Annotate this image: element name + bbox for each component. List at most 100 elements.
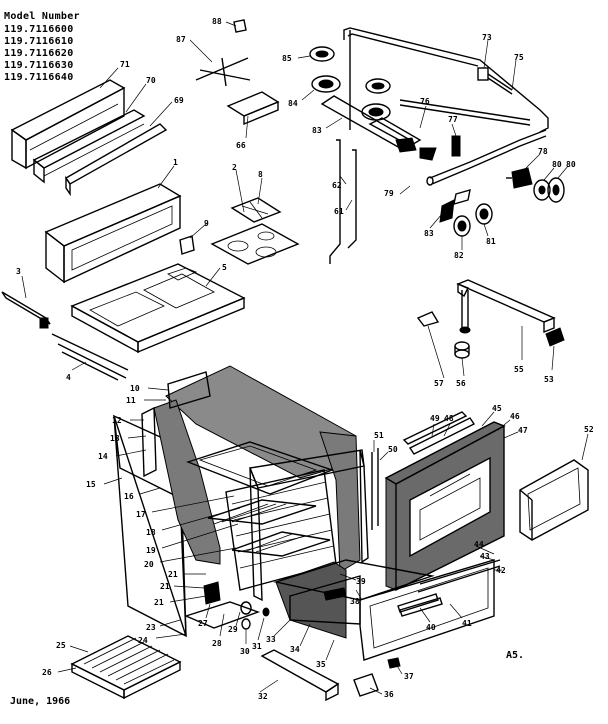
burner-grate: [195, 57, 251, 87]
callout-76: 75: [514, 53, 524, 62]
callout-62: 61: [334, 207, 344, 216]
drawer-clip: [353, 673, 379, 697]
callout-63: 62: [332, 181, 342, 190]
callout-67: 66: [236, 141, 246, 150]
control-panel-trim: [10, 79, 126, 170]
callout-15: 15: [86, 480, 96, 489]
callout-34: 33: [266, 635, 276, 644]
callout-50: 49: [430, 414, 440, 423]
callout-70: 69: [174, 96, 184, 105]
callout-25: 24: [138, 636, 148, 645]
callout-56: 55: [514, 365, 524, 374]
callout-47: 46: [510, 412, 520, 421]
callout-10: 10: [130, 384, 140, 393]
clip: [179, 235, 195, 255]
gas-pipe: [426, 129, 547, 186]
callout-3: 3: [16, 267, 21, 276]
callout-9: 9: [204, 219, 209, 228]
burner-head-1: [309, 46, 335, 62]
callout-89: 88: [212, 17, 222, 26]
callout-21-b: 21: [154, 598, 164, 607]
small-bracket: [233, 19, 247, 33]
callout-12: 12: [112, 416, 122, 425]
callout-13: 13: [110, 434, 120, 443]
regulator-fitting: [477, 67, 513, 95]
callout-81: 80: [566, 160, 576, 169]
callout-84-b: 83: [424, 229, 434, 238]
callout-82: 81: [486, 237, 496, 246]
burner-box: [210, 223, 300, 265]
callout-45: 44: [474, 540, 484, 549]
callout-88: 87: [176, 35, 186, 44]
callout-79: 78: [538, 147, 548, 156]
callout-32: 31: [252, 642, 262, 651]
model-number-1: 119.7116600: [4, 24, 74, 35]
callout-30: 29: [228, 625, 238, 634]
callout-42: 41: [462, 619, 472, 628]
callout-28: 27: [198, 619, 208, 628]
window-frame: [44, 183, 182, 284]
callout-11: 11: [126, 396, 136, 405]
callout-19: 19: [146, 546, 156, 555]
callout-labels: 71 70 69 1 2 8 9 5 3 4 88 87 66 85 84 83…: [16, 17, 594, 701]
callout-8: 8: [258, 170, 263, 179]
broiler-bracket-assembly: [416, 279, 565, 359]
insulator-pad: [230, 197, 282, 223]
side-rail: [1, 291, 51, 329]
burner-bracket: [226, 91, 280, 126]
callout-52: 51: [374, 431, 384, 440]
callout-24: 23: [146, 623, 156, 632]
callout-53: 52: [584, 425, 594, 434]
callout-31: 30: [240, 647, 250, 656]
callout-27: 26: [42, 668, 52, 677]
model-number-5: 119.7116640: [4, 72, 74, 83]
callout-84: 83: [312, 126, 322, 135]
callout-33: 32: [258, 692, 268, 701]
callout-83: 82: [454, 251, 464, 260]
broiler-pan: [70, 635, 182, 700]
model-number-2: 119.7116610: [4, 36, 74, 47]
callout-2: 2: [232, 163, 237, 172]
callout-85: 84: [288, 99, 298, 108]
broiler-drawer: [273, 559, 501, 661]
callout-49: 48: [444, 414, 454, 423]
callout-26: 25: [56, 641, 66, 650]
drawer-stop: [387, 657, 401, 669]
callout-80-b: 80: [552, 160, 562, 169]
callout-71: 70: [146, 76, 156, 85]
burner-head-2: [311, 75, 341, 93]
callout-36: 35: [316, 660, 326, 669]
callout-29: 28: [212, 639, 222, 648]
callout-41: 40: [426, 623, 436, 632]
hanger-rods: [329, 139, 357, 264]
callout-20: 20: [144, 560, 154, 569]
callout-35: 34: [290, 645, 300, 654]
callout-72: 71: [120, 60, 130, 69]
callout-1: 1: [173, 158, 178, 167]
callout-17: 17: [136, 510, 146, 519]
callout-58: 57: [434, 379, 444, 388]
valve-and-knobs: [439, 135, 565, 237]
callout-40: 39: [356, 577, 366, 586]
callout-38: 37: [404, 672, 414, 681]
model-number-heading: Model Number: [4, 11, 80, 22]
burner-head-4: [361, 103, 391, 121]
callout-22: 21: [160, 582, 170, 591]
callout-5: 5: [222, 263, 227, 272]
model-number-3: 119.7116620: [4, 48, 74, 59]
callout-77: 76: [420, 97, 430, 106]
callout-54: 53: [544, 375, 554, 384]
callout-44: 43: [480, 552, 490, 561]
callout-37: 36: [384, 690, 394, 699]
callout-16: 16: [124, 492, 134, 501]
callout-57: 56: [456, 379, 466, 388]
oven-door: [371, 411, 506, 592]
burner-head-3: [365, 78, 391, 94]
front-strips: [51, 333, 129, 381]
callout-14: 14: [98, 452, 108, 461]
callout-78: 77: [448, 115, 458, 124]
callout-86: 85: [282, 54, 292, 63]
callout-4: 4: [66, 373, 71, 382]
